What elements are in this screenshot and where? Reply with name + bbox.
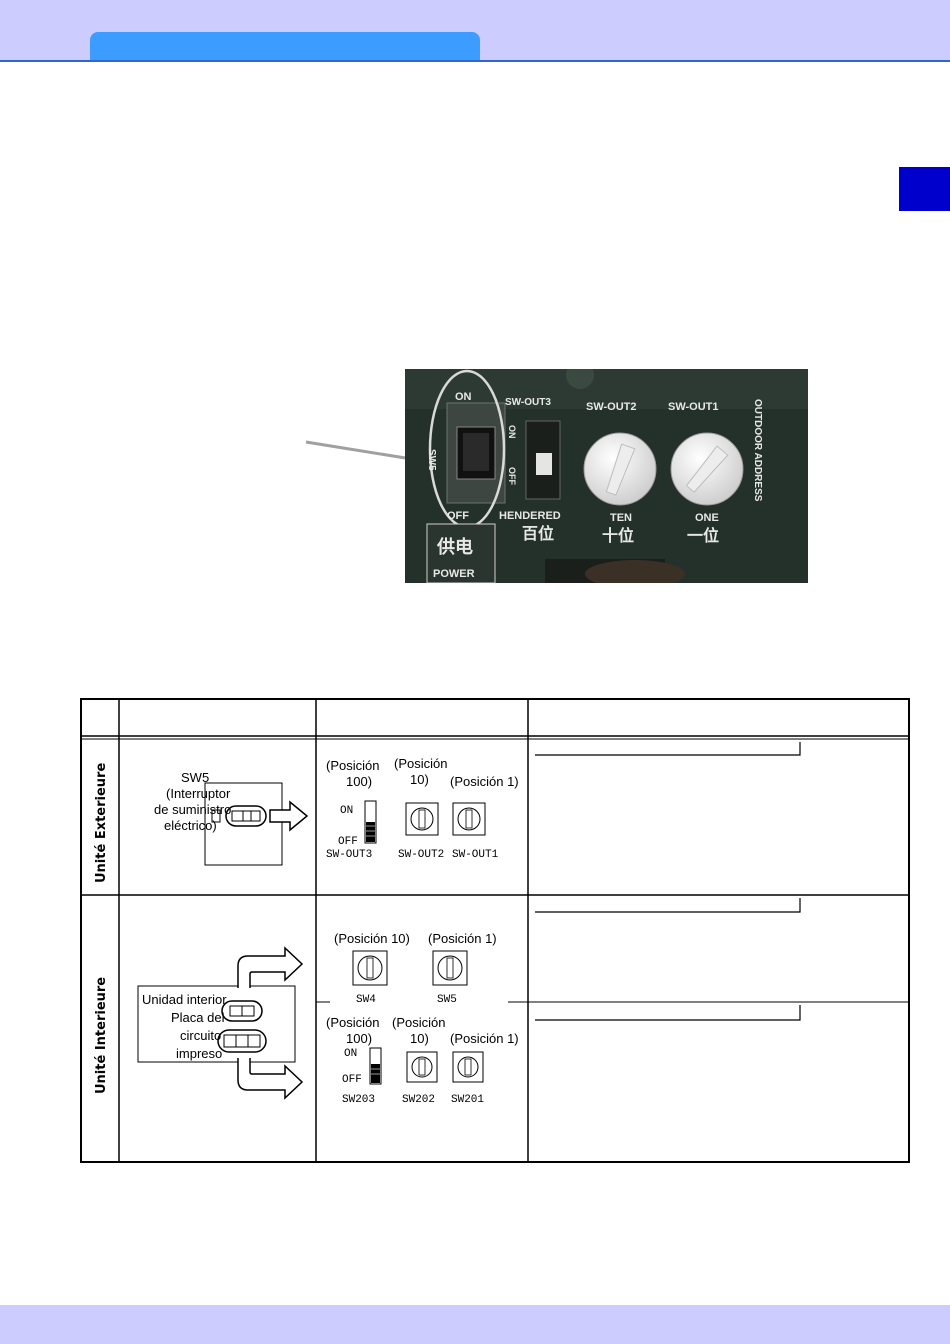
ext-pos100-2: 100) <box>346 774 372 789</box>
row-header-exterior: Unité Exterieure <box>94 763 109 883</box>
ext-pos10-1: (Posición <box>394 756 447 771</box>
int-sw4: SW4 <box>356 994 376 1006</box>
photo-sw-out3: SW-OUT3 <box>505 397 551 408</box>
board-label-3: circuito <box>180 1028 221 1043</box>
sw5-desc-3: eléctrico) <box>164 818 217 833</box>
int-pos10b-2: 10) <box>410 1031 429 1046</box>
board-label-1: Unidad interior <box>142 992 227 1007</box>
int-sw-b: SW202 <box>402 1094 435 1106</box>
int-sw5: SW5 <box>437 994 457 1006</box>
photo-one-jp: 一位 <box>687 526 719 545</box>
photo-ten-jp: 十位 <box>602 526 634 545</box>
footer-band <box>0 1305 950 1344</box>
int-sw-c: SW201 <box>451 1094 484 1106</box>
int-off: OFF <box>342 1074 362 1086</box>
photo-sw-out1: SW-OUT1 <box>668 401 719 413</box>
photo-sw-out2: SW-OUT2 <box>586 401 637 413</box>
ext-sw-c: SW-OUT1 <box>452 849 499 861</box>
address-switch-table: Unité Exterieure SW5 (Interruptor de sum… <box>80 698 910 1163</box>
board-label-2: Placa del <box>171 1010 225 1025</box>
ext-off: OFF <box>338 836 358 848</box>
board-label-4: impreso <box>176 1046 222 1061</box>
sw5-desc-2: de suministro <box>154 802 231 817</box>
photo-power-en: POWER <box>433 568 475 580</box>
ext-pos1: (Posición 1) <box>450 774 519 789</box>
ext-on: ON <box>340 805 353 817</box>
photo-hundred-en: HENDERED <box>499 510 561 522</box>
photo-one-en: ONE <box>695 512 719 524</box>
side-section-tab <box>899 167 950 211</box>
header-divider <box>0 60 950 62</box>
int-on: ON <box>344 1048 357 1060</box>
int-pos1: (Posición 1) <box>428 931 497 946</box>
photo-hundred-jp: 百位 <box>522 524 554 543</box>
photo-power-jp: 供电 <box>436 536 473 557</box>
photo-off-side: OFF <box>507 467 517 485</box>
photo-on-side: ON <box>507 425 517 439</box>
photo-ten-en: TEN <box>610 512 632 524</box>
ext-sw-b: SW-OUT2 <box>398 849 444 861</box>
ext-pos100-1: (Posición <box>326 758 379 773</box>
photo-on-label: ON <box>455 391 472 403</box>
int-pos10b-1: (Posición <box>392 1015 445 1030</box>
photo-dial-zero: 0 <box>611 435 617 446</box>
photo-sw5-label: SW5 <box>426 449 437 471</box>
row-header-interior: Unité Interieure <box>94 977 109 1094</box>
ext-pos10-2: 10) <box>410 772 429 787</box>
int-pos1b: (Posición 1) <box>450 1031 519 1046</box>
sw5-label: SW5 <box>181 770 209 785</box>
int-pos10: (Posición 10) <box>334 931 410 946</box>
int-pos100-2: 100) <box>346 1031 372 1046</box>
int-sw-a: SW203 <box>342 1094 375 1106</box>
sw5-desc-1: (Interruptor <box>166 786 231 801</box>
ext-sw-a: SW-OUT3 <box>326 849 372 861</box>
circuit-board-photo: ON OFF SW5 SW-OUT3 ON OFF HENDERED 百位 0 … <box>405 369 808 583</box>
header-tab <box>90 32 480 62</box>
int-pos100-1: (Posición <box>326 1015 379 1030</box>
photo-outdoor-address: OUTDOOR ADDRESS <box>752 399 763 502</box>
photo-off-label: OFF <box>447 510 469 522</box>
